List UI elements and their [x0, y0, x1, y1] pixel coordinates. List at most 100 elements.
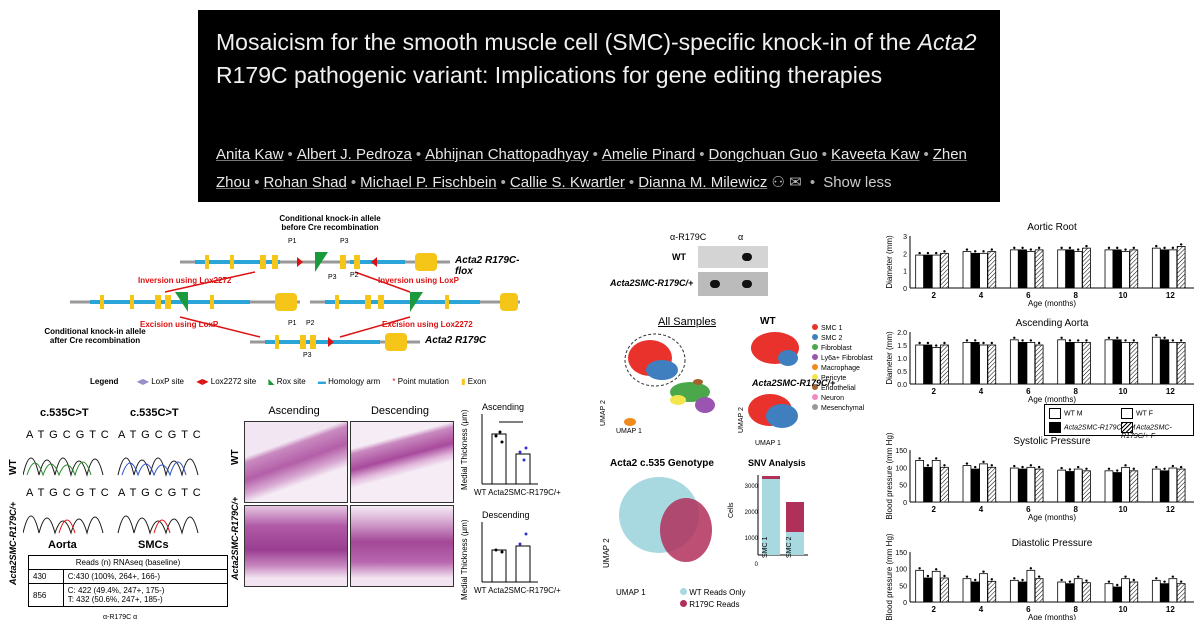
hist-wt-label: WT — [230, 449, 241, 465]
legend-mut-m: Acta2SMC-R179C/+ M — [1049, 422, 1135, 433]
legend-dot-icon — [812, 394, 818, 400]
bar — [940, 577, 949, 603]
author-link[interactable]: Michael P. Fischbein — [360, 174, 497, 191]
author-link[interactable]: Kaveeta Kaw — [831, 146, 920, 163]
author-link[interactable]: Callie S. Kwartler — [509, 174, 625, 191]
medial-asc-bar-wt — [491, 433, 507, 485]
y-tick-label: 1.0 — [897, 356, 907, 363]
data-point — [965, 248, 969, 251]
bar — [1057, 469, 1066, 503]
data-point — [1163, 467, 1166, 470]
x-tick-label: 10 — [1119, 505, 1128, 514]
smcs-label: SMCs — [138, 539, 169, 551]
data-point — [943, 341, 946, 345]
data-point — [1163, 246, 1166, 250]
bar — [1112, 586, 1122, 603]
x-axis-label: Age (months) — [1028, 613, 1076, 620]
medial-asc-chart — [481, 414, 538, 485]
data-point — [1124, 339, 1127, 342]
bar — [923, 344, 933, 385]
bar — [1104, 470, 1114, 503]
bar — [1018, 342, 1027, 385]
legend-wt-f: WT F — [1121, 408, 1153, 419]
data-point — [918, 251, 921, 255]
rnaseq-n-1: 856 — [28, 583, 64, 607]
author-link[interactable]: Albert J. Pedroza — [296, 146, 412, 163]
rnaseq-n-0: 430 — [28, 569, 64, 584]
legend-dot-icon — [812, 324, 818, 330]
author-link[interactable]: Dianna M. Milewicz — [638, 174, 768, 191]
author-link[interactable]: Anita Kaw — [216, 146, 284, 163]
y-tick-label: 1 — [903, 269, 907, 276]
show-less-link[interactable]: Show less — [823, 174, 892, 191]
data-point — [1076, 465, 1080, 469]
bar — [1168, 578, 1178, 603]
bar — [1112, 472, 1122, 503]
snv-ytick: 2000 — [744, 510, 758, 516]
data-point — [1076, 339, 1080, 342]
author-separator: • — [923, 146, 929, 163]
bar — [1065, 583, 1075, 603]
snv-bar-smc1 — [762, 478, 780, 555]
bar — [962, 251, 972, 289]
bar — [970, 252, 980, 289]
y-axis-label: Diameter (mm) — [885, 235, 894, 289]
bar — [1018, 468, 1027, 503]
sanger-panel: c.535C>T c.535C>T A T G C G T C A T G C … — [8, 405, 230, 623]
bar — [1009, 467, 1019, 503]
x-axis-label: Age (months) — [1028, 395, 1076, 404]
aorta-label: Aorta — [48, 539, 77, 551]
snv-title: SNV Analysis — [748, 458, 806, 468]
author-link[interactable]: Amelie Pinard — [601, 146, 696, 163]
bar — [1065, 342, 1075, 385]
p2-label-top: P2 — [350, 272, 359, 279]
umap-legend-item: Pericyte — [812, 374, 873, 384]
author-separator: • — [350, 174, 357, 191]
seq-mut-left: A T G C G T C — [26, 487, 110, 499]
x-tick-label: 8 — [1073, 505, 1078, 514]
x-tick-label: 2 — [931, 291, 936, 300]
bar — [1026, 342, 1036, 385]
chart-title: Ascending Aorta — [1016, 318, 1089, 329]
bar — [1176, 342, 1186, 385]
data-point — [1179, 243, 1183, 246]
medial-desc-ylabel: Medial Thickness (μm) — [460, 519, 469, 600]
bar — [1104, 249, 1114, 289]
author-link[interactable]: Dongchuan Guo — [708, 146, 818, 163]
umap-legend-item: Macrophage — [812, 364, 873, 374]
bar — [987, 466, 997, 503]
bar — [1009, 249, 1019, 289]
x-tick-label: 12 — [1166, 291, 1175, 300]
author-link[interactable]: Abhijnan Chattopadhyay — [425, 146, 589, 163]
x-tick-label: 10 — [1119, 291, 1128, 300]
rnaseq-header: Reads (n) RNAseq (baseline) — [28, 555, 228, 570]
bar — [1129, 342, 1139, 385]
legend-dot-icon — [812, 354, 818, 360]
data-point — [1155, 577, 1158, 580]
umap-legend-item: SMC 1 — [812, 324, 873, 334]
snv-bar-smc2 — [786, 502, 804, 532]
chromatogram-mut — [23, 515, 199, 535]
data-point — [990, 248, 994, 251]
legend-dot-icon — [812, 334, 818, 340]
data-point — [1124, 248, 1127, 251]
legend-r179c-reads: R179C Reads — [680, 600, 739, 609]
author-link[interactable]: Zhen Zhou — [216, 146, 967, 191]
bar — [1121, 578, 1130, 603]
author-info-icon[interactable]: ⚇ ✉ — [767, 174, 806, 191]
data-point — [1163, 580, 1166, 583]
x-tick-label: 6 — [1026, 505, 1031, 514]
data-point — [1021, 465, 1024, 469]
author-separator: • — [809, 174, 816, 191]
data-point — [1060, 246, 1063, 250]
bar — [1073, 251, 1083, 289]
medial-desc-bar-mut — [515, 545, 531, 583]
data-point — [1013, 336, 1016, 339]
author-link[interactable]: Rohan Shad — [263, 174, 347, 191]
data-point — [1132, 246, 1136, 250]
data-point — [934, 568, 938, 571]
data-point — [990, 578, 994, 581]
exc-lox2272-label: Excision using Lox2272 — [382, 320, 473, 329]
homology-icon: ▬ — [317, 377, 326, 386]
